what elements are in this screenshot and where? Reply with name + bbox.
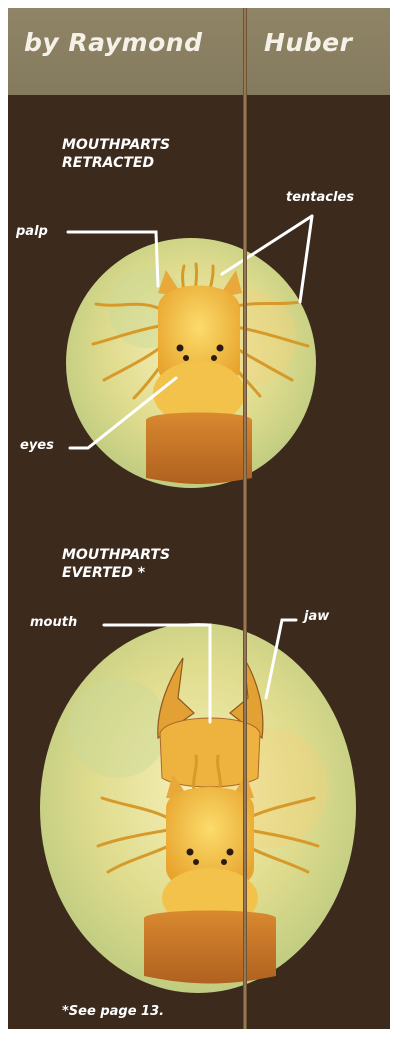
label-eyes: eyes [20, 438, 54, 453]
footnote: *See page 13. [62, 1004, 164, 1019]
book-page: by Raymond Huber [8, 8, 390, 1029]
top-larva-circle [66, 238, 316, 488]
label-palp: palp [16, 224, 48, 239]
label-tentacles: tentacles [286, 190, 354, 205]
label-mouth: mouth [30, 615, 77, 630]
bottom-heading-line2: EVERTED * [62, 564, 170, 582]
bottom-heading-line1: MOUTHPARTS [62, 546, 170, 564]
bottom-larva-oval [40, 623, 356, 993]
label-jaw: jaw [304, 609, 329, 624]
top-heading-line2: RETRACTED [62, 154, 170, 172]
bottom-heading: MOUTHPARTS EVERTED * [62, 546, 170, 582]
page-spine [243, 8, 247, 1029]
top-heading-line1: MOUTHPARTS [62, 136, 170, 154]
top-heading: MOUTHPARTS RETRACTED [62, 136, 170, 172]
